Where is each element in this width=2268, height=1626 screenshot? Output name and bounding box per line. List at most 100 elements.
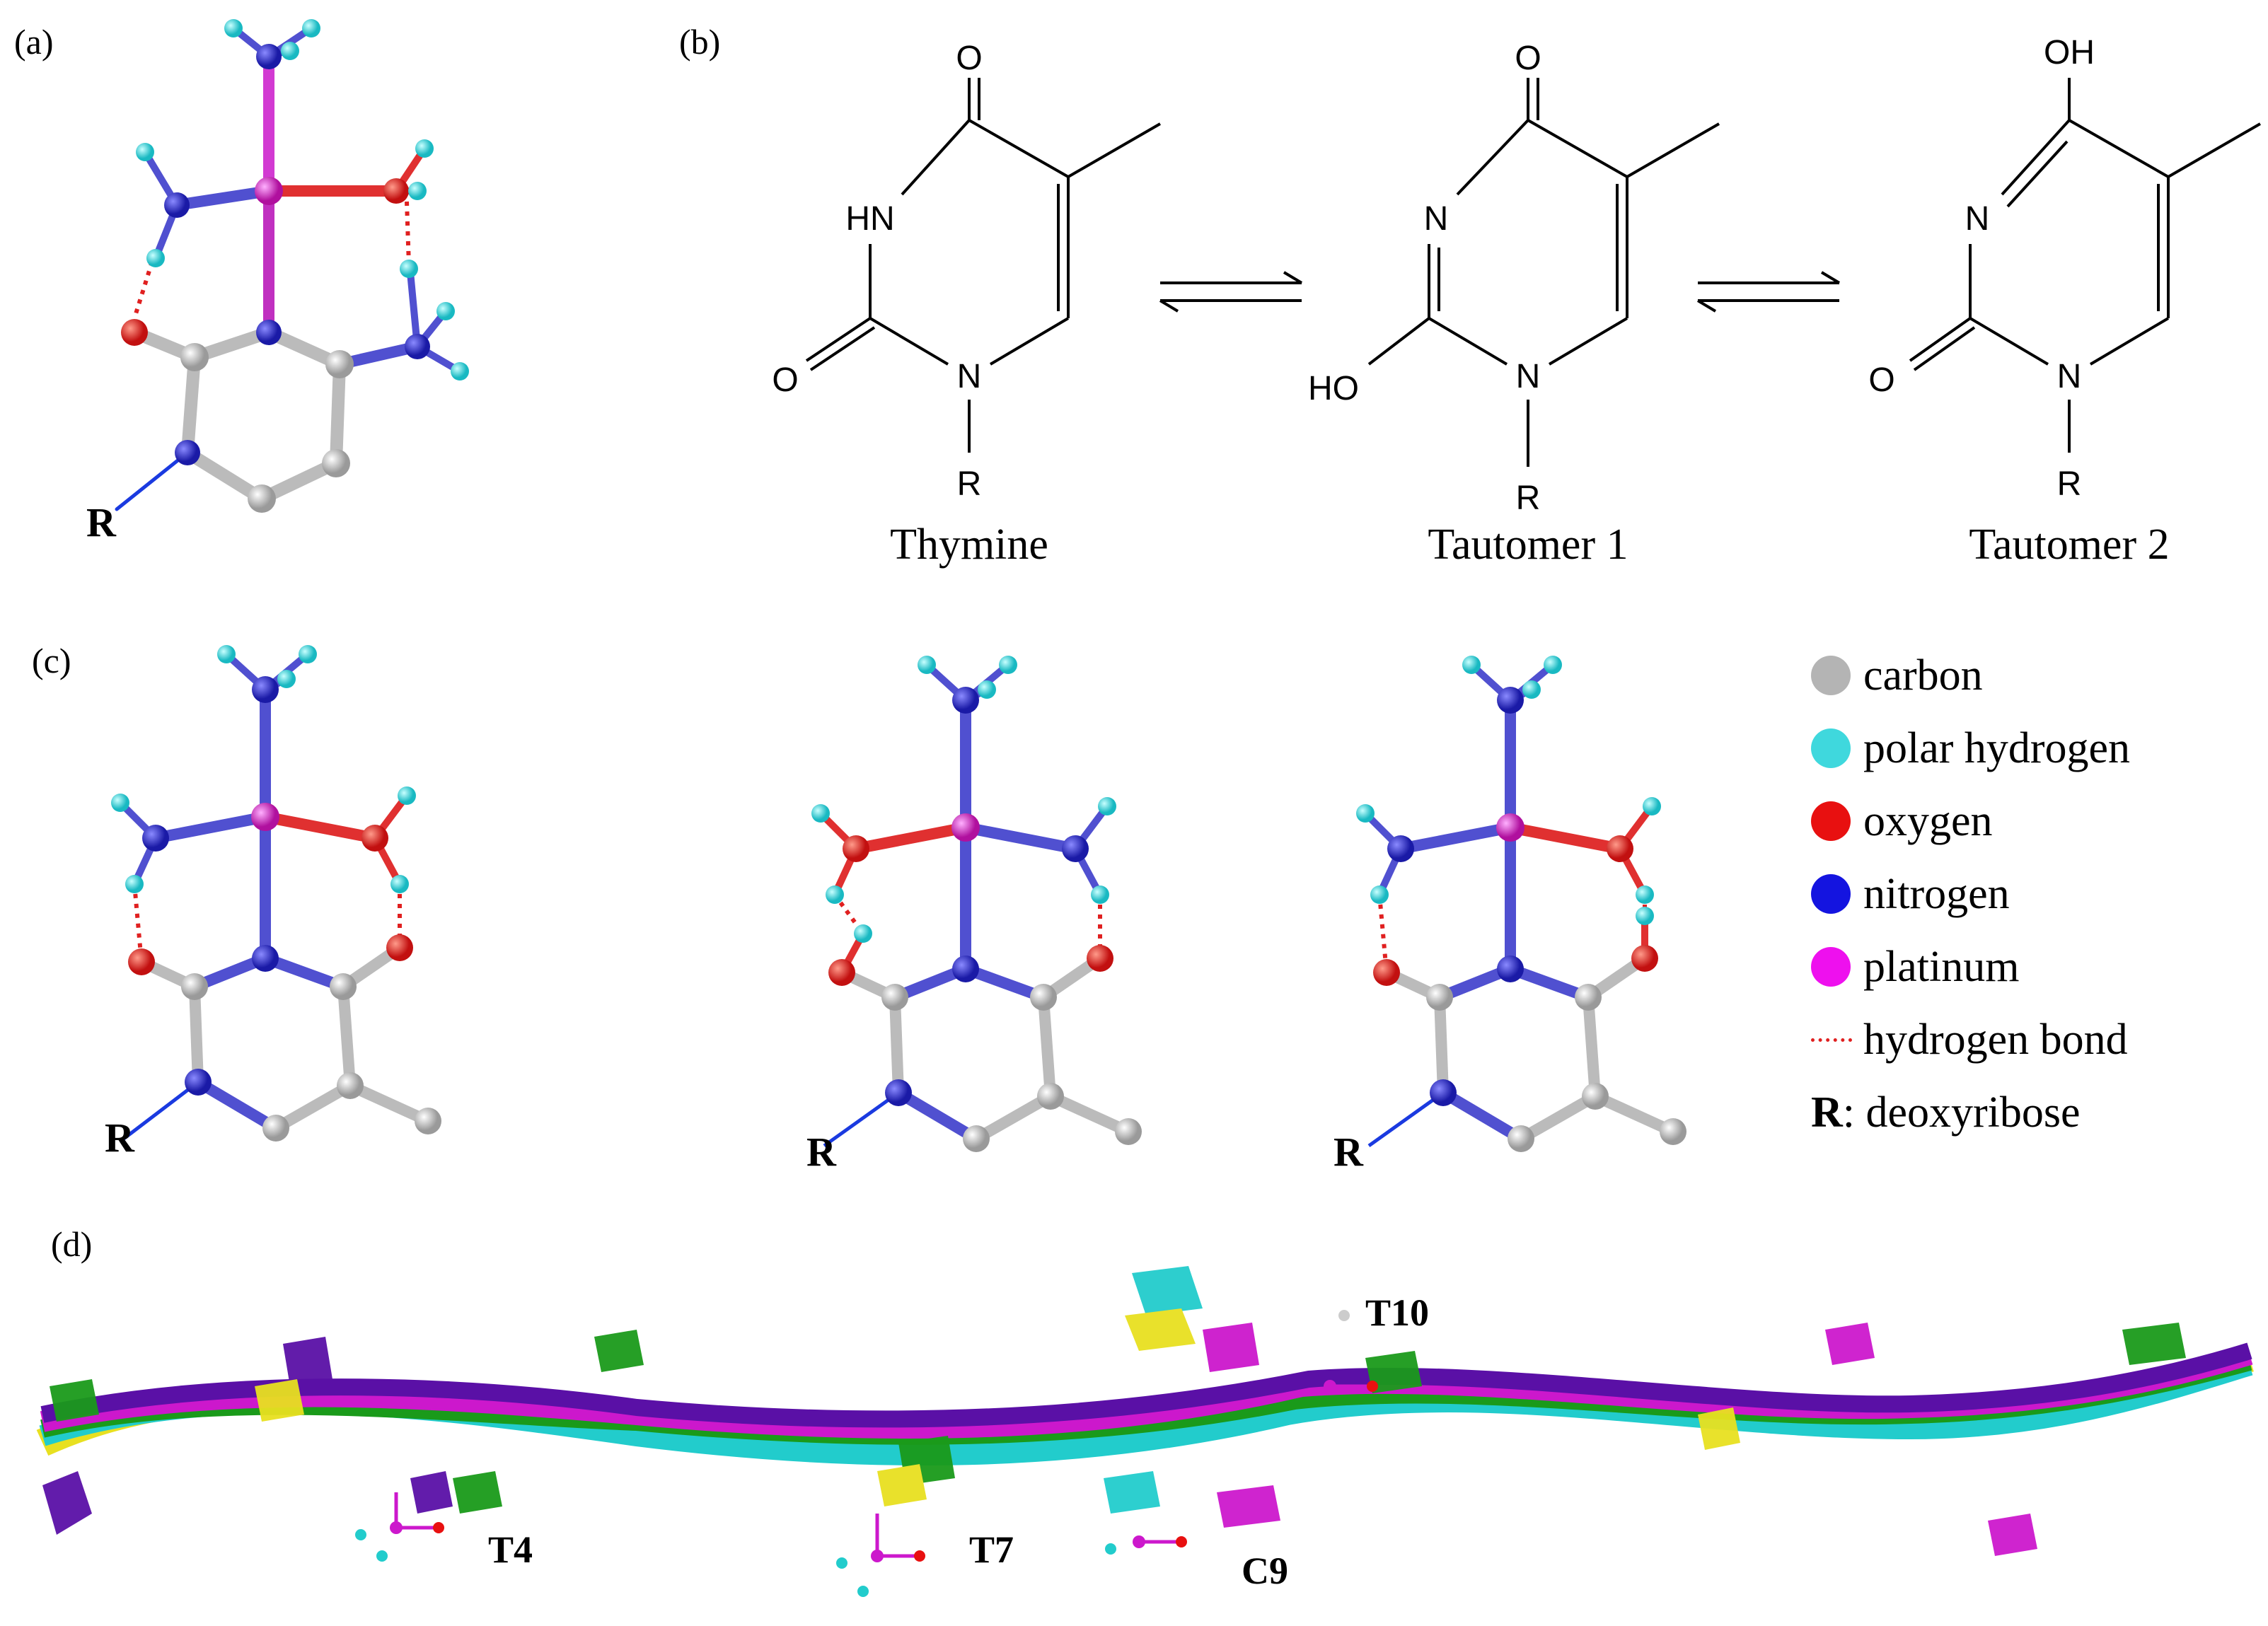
atom xyxy=(828,959,855,986)
atom xyxy=(252,945,279,972)
bond xyxy=(189,981,204,1088)
panel-c-r-label-3: R xyxy=(1333,1129,1363,1175)
atom xyxy=(330,973,357,1000)
atom xyxy=(217,645,236,663)
atom xyxy=(1087,945,1113,972)
atom xyxy=(1098,797,1116,815)
atom xyxy=(1497,956,1524,982)
atom xyxy=(125,875,144,893)
residue-label-t7: T7 xyxy=(969,1528,1014,1571)
polar-hydrogen-swatch-icon xyxy=(1811,728,1851,768)
bond xyxy=(1505,963,1594,1003)
bond xyxy=(893,1087,982,1144)
atom xyxy=(951,813,980,842)
bond xyxy=(1437,1087,1527,1144)
equilibrium-arrow-2 xyxy=(1696,271,1841,313)
bond xyxy=(1583,992,1601,1102)
atom xyxy=(1370,885,1389,904)
bond xyxy=(345,1080,434,1127)
tautomer1-caption: Tautomer 1 xyxy=(1428,521,1628,569)
atom xyxy=(386,934,413,961)
svg-text:N: N xyxy=(1965,200,1990,238)
legend-item-polar-hydrogen: polar hydrogen xyxy=(1811,724,2130,773)
atom xyxy=(885,1079,912,1106)
svg-text:N: N xyxy=(2057,358,2082,395)
panel-d-dna-overlay xyxy=(36,1266,2254,1597)
atom xyxy=(1030,984,1057,1011)
bond xyxy=(889,992,904,1098)
panel-a-label: (a) xyxy=(14,22,54,62)
svg-text:HO: HO xyxy=(1308,370,1359,407)
atom xyxy=(398,786,416,805)
panel-b-atom-labels: O HN O N R O N HO N R OH N O N R xyxy=(772,34,2095,517)
bond xyxy=(150,811,271,844)
panel-c-r-label-1: R xyxy=(105,1115,134,1161)
thymine-caption: Thymine xyxy=(890,521,1048,569)
atom xyxy=(1497,687,1524,714)
atom xyxy=(1636,907,1654,925)
legend-item-hydrogen-bond: hydrogen bond xyxy=(1811,1015,2128,1064)
equilibrium-arrow-1 xyxy=(1159,271,1303,313)
atom xyxy=(361,825,388,852)
residue-label-t4: T4 xyxy=(488,1528,533,1571)
bond xyxy=(971,1091,1056,1144)
atom xyxy=(999,656,1017,674)
hydrogen-bond xyxy=(132,883,144,963)
atom xyxy=(1430,1079,1457,1106)
svg-text:N: N xyxy=(957,358,982,395)
atom xyxy=(1037,1083,1064,1110)
svg-text:O: O xyxy=(956,40,982,77)
atom xyxy=(1582,1083,1609,1110)
panel-c-label: (c) xyxy=(32,641,71,680)
tautomer1-structure xyxy=(1367,78,1720,467)
bond xyxy=(850,822,971,854)
atom xyxy=(1373,959,1400,986)
bond xyxy=(192,1076,282,1134)
panel-c-r-label-2: R xyxy=(806,1129,836,1175)
oxygen-swatch-icon xyxy=(1811,801,1851,841)
atom xyxy=(1631,945,1658,972)
atom xyxy=(1544,656,1562,674)
legend-item-carbon: carbon xyxy=(1811,651,1983,700)
hydrogen-bond-line-icon xyxy=(1811,1038,1852,1042)
panel-c-molecule-tautomer1 xyxy=(811,656,1142,1152)
svg-text:N: N xyxy=(1424,200,1449,238)
atom xyxy=(262,1115,289,1142)
atom xyxy=(299,645,317,663)
legend-item-oxygen: oxygen xyxy=(1811,796,1993,846)
tautomer2-caption: Tautomer 2 xyxy=(1969,521,2169,569)
bond xyxy=(270,1080,356,1134)
atom xyxy=(1387,835,1414,862)
atom xyxy=(1508,1125,1534,1152)
r-bond xyxy=(1367,1091,1445,1148)
bond xyxy=(260,953,349,992)
panel-c-molecule-tautomer2 xyxy=(1356,656,1686,1152)
residue-label-c9: C9 xyxy=(1242,1550,1288,1592)
svg-text:O: O xyxy=(1515,40,1541,77)
atom xyxy=(185,1069,212,1096)
r-bond xyxy=(823,1091,900,1148)
atom xyxy=(918,656,936,674)
svg-text:O: O xyxy=(1868,361,1894,399)
bond xyxy=(960,963,1049,1003)
panel-b-captions: Thymine Tautomer 1 Tautomer 2 xyxy=(890,521,2170,569)
bond xyxy=(960,822,1081,854)
atom xyxy=(1062,835,1089,862)
atom xyxy=(415,1108,441,1134)
svg-text:R: R xyxy=(957,465,982,503)
atom xyxy=(1091,885,1109,904)
atom xyxy=(952,687,979,714)
svg-text:R: R xyxy=(2057,465,2082,503)
tautomer2-structure xyxy=(1909,78,2261,453)
bond xyxy=(1515,1091,1601,1144)
atom xyxy=(843,835,869,862)
atom xyxy=(826,885,844,904)
bond xyxy=(1045,1091,1134,1137)
thymine-structure xyxy=(805,78,1161,453)
panel-a-r-label: R xyxy=(86,499,116,545)
atom xyxy=(1636,885,1654,904)
atom xyxy=(1575,984,1602,1011)
atom xyxy=(1426,984,1453,1011)
residue-label-t10: T10 xyxy=(1365,1291,1430,1334)
